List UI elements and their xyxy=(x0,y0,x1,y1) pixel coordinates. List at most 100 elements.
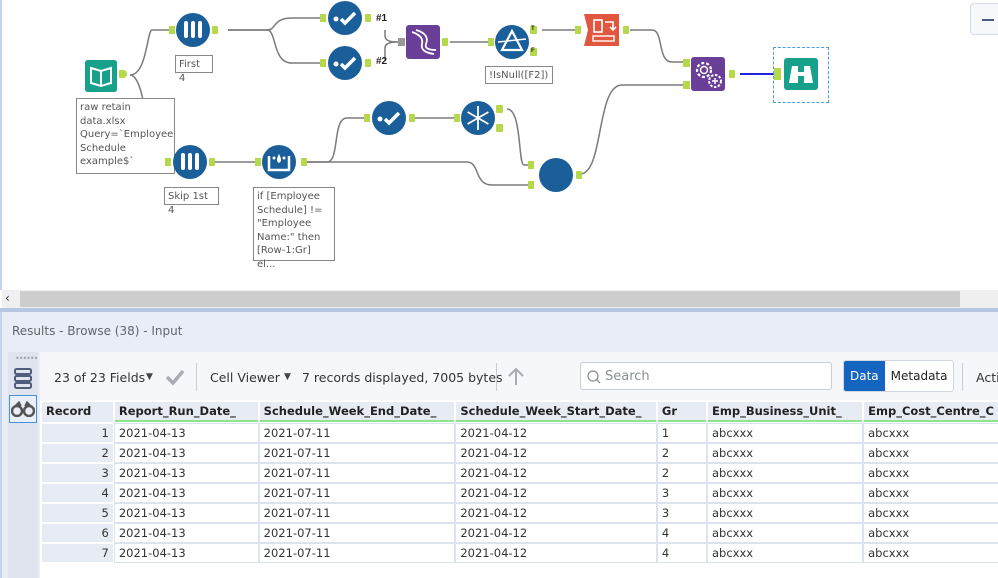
table-cell[interactable]: abcxxx xyxy=(863,503,998,523)
record-number-cell[interactable]: 1 xyxy=(42,424,113,442)
dynamic-rename-tool[interactable] xyxy=(575,12,635,48)
table-cell[interactable]: abcxxx xyxy=(863,523,998,543)
table-cell[interactable]: abcxxx xyxy=(706,523,864,543)
transpose-tool[interactable] xyxy=(452,100,510,136)
workflow-canvas[interactable]: raw retain data.xlsx Query=`Employee Sch… xyxy=(0,0,998,290)
zoom-out-button[interactable] xyxy=(970,3,998,35)
table-cell[interactable]: 2021-04-13 xyxy=(113,423,259,443)
table-cell[interactable]: abcxxx xyxy=(706,503,864,523)
sample-first4-tool[interactable] xyxy=(166,12,230,48)
sample-icon xyxy=(169,13,218,47)
table-cell[interactable]: 2021-04-12 xyxy=(455,483,657,503)
search-field[interactable] xyxy=(580,362,832,390)
cell-viewer-selector[interactable]: Cell Viewer xyxy=(210,370,280,385)
column-header[interactable]: Gr xyxy=(657,402,706,422)
table-cell[interactable]: 2021-07-11 xyxy=(258,523,456,543)
sample-skip4-tool[interactable] xyxy=(162,144,226,180)
record-number-cell[interactable]: 6 xyxy=(42,524,113,542)
table-cell[interactable]: 4 xyxy=(656,543,708,563)
select-tool-3[interactable] xyxy=(362,100,418,136)
scroll-left-icon[interactable]: ‹ xyxy=(5,291,10,305)
actions-menu[interactable]: Acti xyxy=(976,370,998,385)
column-header[interactable]: Emp_Cost_Centre_C xyxy=(864,402,998,422)
column-header[interactable]: Schedule_Week_Start_Date_ xyxy=(456,402,656,422)
table-cell[interactable]: 4 xyxy=(656,523,708,543)
table-cell[interactable]: abcxxx xyxy=(863,443,998,463)
multi-row-formula-tool[interactable] xyxy=(252,144,316,180)
chevron-down-icon[interactable]: ▼ xyxy=(146,372,153,382)
record-number-cell[interactable]: 5 xyxy=(42,504,113,522)
data-tab[interactable]: Data xyxy=(844,361,885,391)
panel-splitter[interactable] xyxy=(0,308,998,312)
record-number-cell[interactable]: 3 xyxy=(42,464,113,482)
column-header[interactable]: Emp_Business_Unit_ xyxy=(708,402,863,422)
table-cell[interactable]: 3 xyxy=(656,483,708,503)
table-cell[interactable]: 2021-07-11 xyxy=(258,543,456,563)
table-cell[interactable]: 2 xyxy=(656,463,708,483)
table-cell[interactable]: 2021-04-13 xyxy=(113,463,259,483)
table-view-button[interactable] xyxy=(9,364,37,392)
select-tool-1[interactable] xyxy=(318,0,374,36)
scrollbar-thumb[interactable] xyxy=(20,291,960,307)
table-cell[interactable]: 3 xyxy=(656,503,708,523)
record-number-cell[interactable]: 7 xyxy=(42,544,113,562)
column-header-record[interactable]: Record xyxy=(42,402,113,422)
table-cell[interactable]: 2021-04-13 xyxy=(113,503,259,523)
table-cell[interactable]: 2021-04-12 xyxy=(455,523,657,543)
table-cell[interactable]: 2021-04-13 xyxy=(113,483,259,503)
canvas-horizontal-scrollbar[interactable]: ‹ xyxy=(2,290,998,308)
table-cell[interactable]: abcxxx xyxy=(863,463,998,483)
metadata-tab[interactable]: Metadata xyxy=(890,369,948,383)
table-cell[interactable]: 2021-04-13 xyxy=(113,543,259,563)
table-cell[interactable]: abcxxx xyxy=(706,463,864,483)
union-tool[interactable] xyxy=(396,24,454,60)
filter-tool[interactable] xyxy=(486,22,544,62)
table-cell[interactable]: 2021-07-11 xyxy=(258,463,456,483)
fields-selector[interactable]: 23 of 23 Fields xyxy=(54,370,146,385)
chevron-down-icon[interactable]: ▼ xyxy=(284,372,291,382)
table-cell[interactable]: 1 xyxy=(656,423,708,443)
table-cell[interactable]: abcxxx xyxy=(706,423,864,443)
table-cell[interactable]: 2021-04-13 xyxy=(113,523,259,543)
table-cell[interactable]: 2021-04-12 xyxy=(455,503,657,523)
table-cell[interactable]: 2021-04-12 xyxy=(455,463,657,483)
browse-tool-selected[interactable] xyxy=(773,47,829,103)
filter-false-port-label: F xyxy=(531,48,535,54)
table-cell[interactable]: 2021-04-12 xyxy=(455,443,657,463)
table-cell[interactable]: abcxxx xyxy=(706,543,864,563)
table-cell[interactable]: 2021-04-13 xyxy=(113,443,259,463)
column-header[interactable]: Schedule_Week_End_Date_ xyxy=(259,402,455,422)
table-cell[interactable]: 2021-07-11 xyxy=(258,503,456,523)
join-tool[interactable] xyxy=(528,156,588,194)
table-cell[interactable]: abcxxx xyxy=(706,483,864,503)
table-cell[interactable]: 2 xyxy=(656,443,708,463)
table-cell[interactable]: abcxxx xyxy=(863,423,998,443)
table-cell[interactable]: 2021-07-11 xyxy=(258,483,456,503)
table-cell[interactable]: 2021-07-11 xyxy=(258,443,456,463)
select-tool-2[interactable] xyxy=(318,45,374,81)
table-cell[interactable]: 2021-07-11 xyxy=(258,423,456,443)
search-input[interactable] xyxy=(605,366,825,386)
record-number-cell[interactable]: 4 xyxy=(42,484,113,502)
record-number-cell[interactable]: 2 xyxy=(42,444,113,462)
input-data-tool[interactable] xyxy=(84,59,130,93)
table-cell[interactable]: 2021-04-12 xyxy=(455,543,657,563)
drag-grip-icon[interactable]: •••••• xyxy=(15,354,38,363)
table-cell[interactable]: abcxxx xyxy=(863,483,998,503)
table-cell[interactable]: 2021-04-12 xyxy=(455,423,657,443)
column-header[interactable]: Report_Run_Date_ xyxy=(114,402,258,422)
table-cell[interactable]: abcxxx xyxy=(863,543,998,563)
table-cell[interactable]: abcxxx xyxy=(706,443,864,463)
batch-macro-tool[interactable] xyxy=(683,56,743,92)
apply-checkmark-icon[interactable] xyxy=(164,368,186,386)
browse-view-button[interactable] xyxy=(9,395,37,423)
arrow-up-icon[interactable] xyxy=(506,367,526,387)
